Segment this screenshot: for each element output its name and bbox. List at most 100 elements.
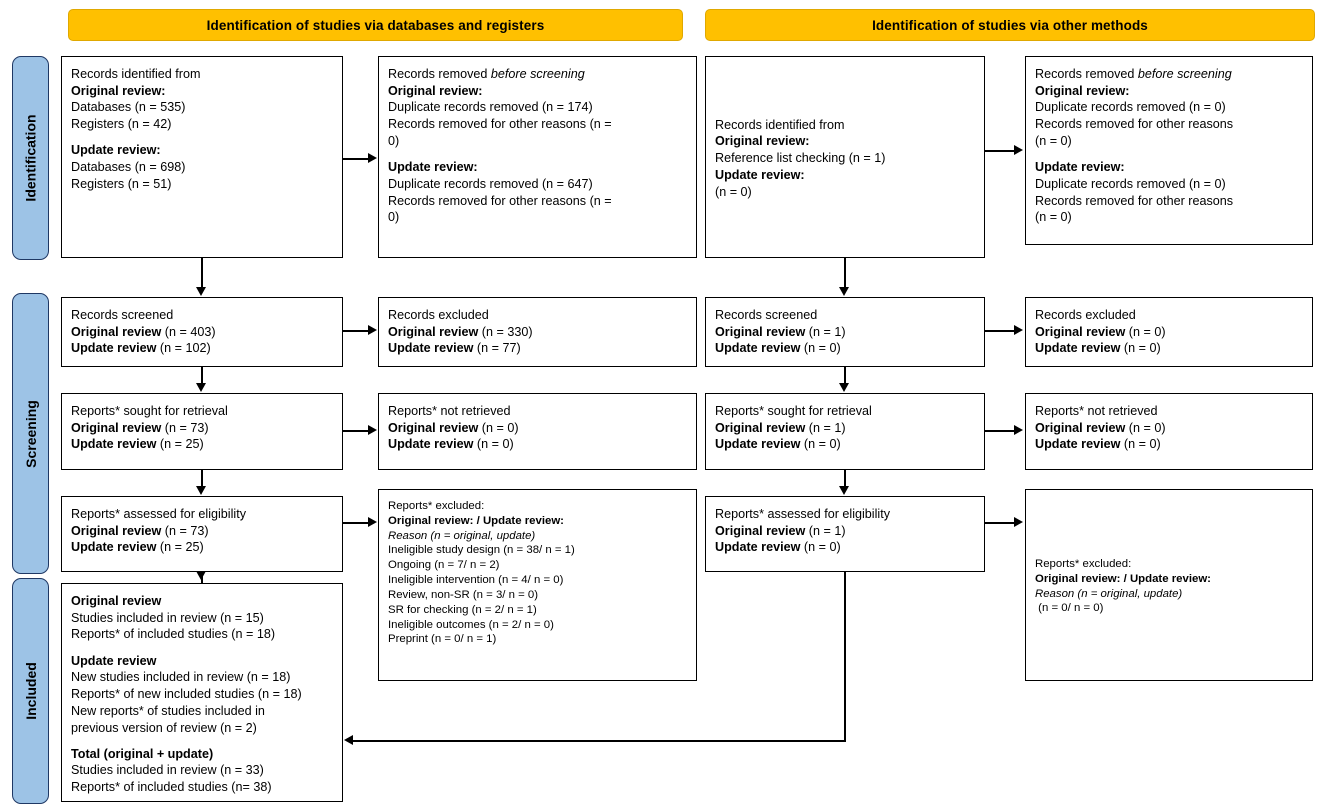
box-line-main: Reports* not retrieved <box>1035 404 1158 418</box>
box-line-main: Reports* of included studies (n= 38) <box>71 780 272 795</box>
box-line: Reports* of included studies (n = 18) <box>71 626 334 643</box>
box-line-main: Review, non-SR (n = 3/ n = 0) <box>388 588 539 601</box>
box-line-tail: (n = 0) <box>800 341 841 356</box>
box-line-main: Databases (n = 698) <box>71 160 186 175</box>
box-line-main: Ineligible outcomes (n = 2/ n = 0) <box>388 618 554 631</box>
box-line-main: Records removed for other reasons (n = <box>388 117 612 132</box>
box-line: Reports* sought for retrieval <box>71 403 334 420</box>
box-line-main: Reports* assessed for eligibility <box>715 507 890 521</box>
box-line: Reports* of included studies (n= 38) <box>71 779 334 796</box>
box-line: Original review: <box>715 133 976 150</box>
box-line-tail: (n = 1) <box>805 324 846 339</box>
box-line-main: Reason (n = original, update) <box>388 529 536 542</box>
box-line-main: Update review: <box>1035 160 1125 175</box>
box-reports-excluded-databases: Reports* excluded:Original review: / Upd… <box>378 489 697 681</box>
box-line-tail: (n = 0) <box>1120 437 1161 452</box>
box-line: New studies included in review (n = 18) <box>71 669 334 686</box>
box-line-main: Reports* assessed for eligibility <box>71 507 246 521</box>
box-line: Update review (n = 0) <box>715 340 976 357</box>
box-line: Records removed for other reasons <box>1035 193 1304 210</box>
box-line: Original review (n = 0) <box>1035 420 1304 437</box>
box-line-main: Original review <box>71 420 162 435</box>
box-body: Reports* excluded:Original review: / Upd… <box>1026 490 1312 680</box>
box-line-main: Original review <box>715 420 806 435</box>
connector-other-assessed-to-reports-excluded <box>985 522 1016 524</box>
arrowhead-sought-to-not-retrieved <box>368 425 377 435</box>
arrowhead-identified-to-removed <box>368 153 377 163</box>
box-line-main: Records removed for other reasons <box>1035 117 1234 132</box>
box-line: Update review: <box>715 167 976 184</box>
box-line-main: SR for checking (n = 2/ n = 1) <box>388 603 537 616</box>
box-line: Update review (n = 25) <box>71 539 334 556</box>
arrowhead-screened-to-excluded <box>368 325 377 335</box>
box-line-main: Update review <box>715 341 801 356</box>
box-line-main: Duplicate records removed (n = 0) <box>1035 100 1226 115</box>
box-line-main: Studies included in review (n = 15) <box>71 610 264 625</box>
box-line-tail: (n = 0) <box>1125 324 1166 339</box>
box-line-main: Ineligible intervention (n = 4/ n = 0) <box>388 574 564 587</box>
box-line-tail: (n = 403) <box>161 324 216 339</box>
box-line: Duplicate records removed (n = 647) <box>388 176 688 193</box>
box-line: Records screened <box>715 307 976 324</box>
box-line-tail: (n = 102) <box>156 341 211 356</box>
box-line: Records excluded <box>388 307 688 324</box>
box-line: Update review (n = 0) <box>715 436 976 453</box>
box-line-tail: (n = 0) <box>1120 341 1161 356</box>
box-line-main: Records removed for other reasons (n = <box>388 193 612 208</box>
arrowhead-assessed-to-reports-excluded <box>368 517 377 527</box>
box-line-main: Update review <box>388 341 474 356</box>
connector-identified-to-removed <box>343 158 370 160</box>
box-line: Registers (n = 42) <box>71 116 334 133</box>
box-line: Original review: <box>1035 83 1304 100</box>
box-line: Update review: <box>1035 159 1304 176</box>
box-line-tail: (n = 73) <box>161 523 209 538</box>
box-line-main: Reference list checking (n = 1) <box>715 151 886 166</box>
box-line: Ongoing (n = 7/ n = 2) <box>388 558 688 573</box>
box-line-main: Update review <box>71 437 157 452</box>
box-line: Update review: <box>71 142 334 159</box>
box-line: Original review (n = 1) <box>715 324 976 341</box>
line-spacer <box>71 643 334 652</box>
box-line: Studies included in review (n = 33) <box>71 762 334 779</box>
box-line-tail: (n = 73) <box>161 420 209 435</box>
box-line-main: Reports* of new included studies (n = 18… <box>71 687 302 702</box>
box-line-main: Update review <box>71 653 157 668</box>
box-line: Ineligible outcomes (n = 2/ n = 0) <box>388 618 688 633</box>
box-line-main: Original review: <box>388 83 483 98</box>
box-line-main: Update review: <box>715 167 805 182</box>
box-line: Duplicate records removed (n = 174) <box>388 99 688 116</box>
connector-sought-down-left <box>201 470 203 488</box>
box-line-tail: (n = 25) <box>156 437 204 452</box>
box-line: 0) <box>388 133 688 150</box>
box-line: SR for checking (n = 2/ n = 1) <box>388 603 688 618</box>
box-line-main: Reports* sought for retrieval <box>715 404 872 418</box>
stage-label-identification: Identification <box>12 56 49 260</box>
box-line: Records removed before screening <box>388 66 688 83</box>
box-line-main: New reports* of studies included in <box>71 703 265 718</box>
arrowhead-assessed-down-included <box>196 571 206 580</box>
box-line-main: 0) <box>388 133 400 148</box>
box-line: Original review: <box>71 83 334 100</box>
arrowhead-identified-down-left <box>196 287 206 296</box>
box-line-main: Records excluded <box>388 308 489 322</box>
box-line: (n = 0) <box>715 184 976 201</box>
connector-other-screened-to-excluded <box>985 330 1016 332</box>
box-body: Reports* excluded:Original review: / Upd… <box>379 490 696 653</box>
box-line-main: Original review: / Update review: <box>388 514 564 527</box>
box-line: Update review (n = 0) <box>388 436 688 453</box>
box-line-main: Original review: <box>71 83 166 98</box>
box-line: Update review: <box>388 159 688 176</box>
arrowhead-sought-down-left <box>196 486 206 495</box>
box-line-main: Registers (n = 42) <box>71 117 172 132</box>
box-line-main: Update review <box>388 437 474 452</box>
box-line: Reports* assessed for eligibility <box>71 506 334 523</box>
box-line-main: Original review <box>1035 324 1126 339</box>
box-line: Reports* not retrieved <box>1035 403 1304 420</box>
